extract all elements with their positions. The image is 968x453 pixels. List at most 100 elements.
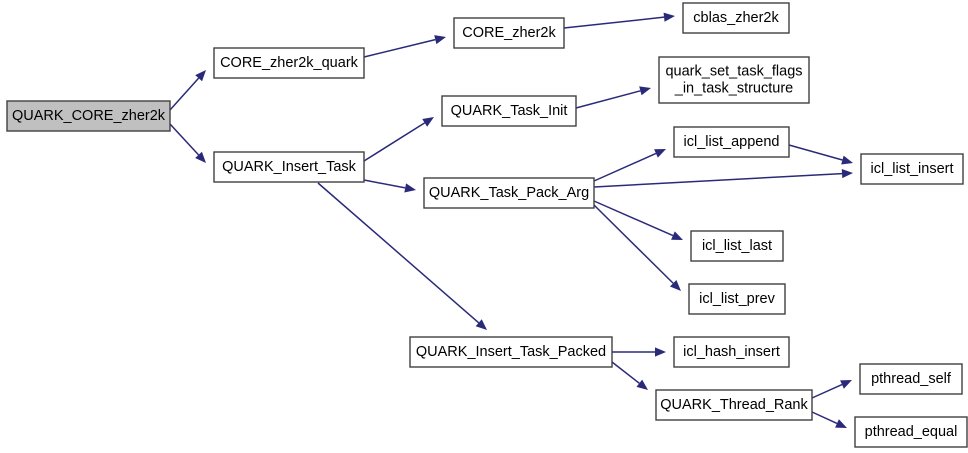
arrowhead-icon — [422, 117, 434, 127]
edge-line — [593, 152, 657, 182]
node-label: icl_list_last — [702, 238, 772, 254]
node-label: QUARK_Insert_Task_Packed — [416, 344, 606, 360]
node-box[interactable] — [859, 363, 963, 395]
node-label: icl_list_insert — [871, 161, 954, 177]
node-box[interactable] — [441, 95, 577, 127]
arrowhead-icon — [639, 86, 651, 96]
edge-line — [593, 204, 674, 284]
edge-quark_task_pack_arg-to-icl_list_last — [593, 200, 683, 240]
arrowhead-icon — [655, 347, 666, 357]
node-quark_task_init[interactable]: QUARK_Task_Init — [441, 95, 577, 127]
edge-quark_thread_rank-to-pthread_self — [811, 380, 852, 399]
arrowhead-icon — [840, 380, 852, 389]
edge-line — [788, 144, 843, 161]
node-pthread_self[interactable]: pthread_self — [859, 363, 963, 395]
node-box[interactable] — [860, 153, 964, 185]
node-pthread_equal[interactable]: pthread_equal — [854, 416, 968, 448]
node-icl_list_append[interactable]: icl_list_append — [673, 126, 790, 158]
node-label: QUARK_CORE_zher2k — [12, 108, 166, 124]
node-label: QUARK_Task_Init — [451, 103, 568, 119]
node-label: pthread_self — [871, 371, 952, 387]
edges-layer — [169, 12, 853, 428]
arrowhead-icon — [404, 183, 416, 193]
node-box[interactable] — [682, 2, 790, 34]
edge-line — [317, 182, 480, 324]
edge-line — [563, 16, 665, 29]
node-icl_hash_insert[interactable]: icl_hash_insert — [673, 336, 790, 368]
node-box[interactable] — [453, 17, 565, 49]
node-box[interactable] — [658, 56, 810, 104]
edge-line — [593, 200, 674, 237]
node-box[interactable] — [423, 177, 595, 209]
node-label: quark_set_task_flags_in_task_structure — [665, 63, 802, 96]
edge-line — [611, 361, 640, 384]
edge-quark_thread_rank-to-pthread_equal — [811, 411, 847, 428]
arrowhead-icon — [195, 151, 206, 163]
node-cblas_zher2k[interactable]: cblas_zher2k — [682, 2, 790, 34]
node-label: icl_hash_insert — [683, 344, 780, 360]
node-label: CORE_zher2k_quark — [220, 55, 359, 71]
arrowhead-icon — [434, 35, 446, 45]
edge-line — [169, 77, 200, 111]
node-box[interactable] — [854, 416, 968, 448]
edge-line — [811, 383, 843, 399]
edge-line — [593, 172, 843, 188]
node-box[interactable] — [213, 47, 365, 79]
edge-quark_insert_task-to-quark_task_pack_arg — [363, 179, 416, 193]
node-label: QUARK_Task_Pack_Arg — [429, 185, 589, 201]
node-label: QUARK_Insert_Task — [222, 159, 357, 175]
node-quark_insert_task[interactable]: QUARK_Insert_Task — [213, 151, 365, 183]
node-label: icl_list_append — [684, 134, 780, 150]
node-quark_core_zher2k[interactable]: QUARK_CORE_zher2k — [6, 100, 171, 132]
arrowhead-icon — [654, 149, 666, 158]
edge-quark_core_zher2k-to-core_zher2k_quark — [169, 70, 206, 111]
node-box[interactable] — [673, 126, 790, 158]
node-icl_list_last[interactable]: icl_list_last — [690, 230, 784, 262]
edge-line — [363, 179, 406, 189]
arrowhead-icon — [669, 279, 681, 291]
node-label: pthread_equal — [865, 424, 958, 440]
node-box[interactable] — [673, 336, 790, 368]
node-icl_list_prev[interactable]: icl_list_prev — [688, 283, 786, 315]
arrowhead-icon — [475, 319, 487, 330]
arrowhead-icon — [636, 379, 648, 390]
node-label: CORE_zher2k — [462, 25, 556, 41]
edge-core_zher2k-to-cblas_zher2k — [563, 12, 675, 29]
node-label: cblas_zher2k — [693, 10, 779, 26]
edge-line — [575, 90, 641, 109]
edge-quark_task_pack_arg-to-icl_list_insert — [593, 169, 853, 188]
edge-core_zher2k_quark-to-core_zher2k — [363, 35, 446, 58]
node-box[interactable] — [6, 100, 171, 132]
node-quark_task_pack_arg[interactable]: QUARK_Task_Pack_Arg — [423, 177, 595, 209]
edge-quark_insert_task-to-quark_task_init — [363, 117, 434, 162]
edge-quark_task_pack_arg-to-icl_list_append — [593, 149, 666, 182]
edge-line — [363, 122, 426, 162]
node-icl_list_insert[interactable]: icl_list_insert — [860, 153, 964, 185]
arrowhead-icon — [841, 155, 853, 165]
node-quark_set_task_flags_in_task_structure[interactable]: quark_set_task_flags_in_task_structure — [658, 56, 810, 104]
node-label: QUARK_Thread_Rank — [660, 397, 808, 413]
edge-quark_insert_task_packed-to-icl_hash_insert — [612, 347, 666, 357]
edge-quark_task_init-to-quark_set_task_flags_in_task_structure — [575, 86, 651, 109]
arrowhead-icon — [663, 12, 675, 22]
node-quark_thread_rank[interactable]: QUARK_Thread_Rank — [655, 389, 813, 421]
edge-quark_core_zher2k-to-quark_insert_task — [169, 123, 206, 163]
node-box[interactable] — [655, 389, 813, 421]
nodes-layer: QUARK_CORE_zher2k CORE_zher2k_quarkQUARK_… — [6, 2, 968, 448]
node-quark_insert_task_packed[interactable]: QUARK_Insert_Task_Packed — [409, 336, 613, 368]
edge-icl_list_append-to-icl_list_insert — [788, 144, 853, 165]
edge-line — [811, 411, 838, 425]
node-box[interactable] — [688, 283, 786, 315]
edge-quark_task_pack_arg-to-icl_list_prev — [593, 204, 681, 291]
node-box[interactable] — [213, 151, 365, 183]
edge-line — [169, 123, 200, 156]
node-core_zher2k_quark[interactable]: CORE_zher2k_quark — [213, 47, 365, 79]
edge-quark_insert_task-to-quark_insert_task_packed — [317, 182, 487, 330]
arrowhead-icon — [671, 231, 683, 240]
edge-quark_insert_task_packed-to-quark_thread_rank — [611, 361, 648, 390]
node-core_zher2k[interactable]: CORE_zher2k — [453, 17, 565, 49]
node-box[interactable] — [690, 230, 784, 262]
edge-line — [363, 38, 436, 58]
node-box[interactable] — [409, 336, 613, 368]
